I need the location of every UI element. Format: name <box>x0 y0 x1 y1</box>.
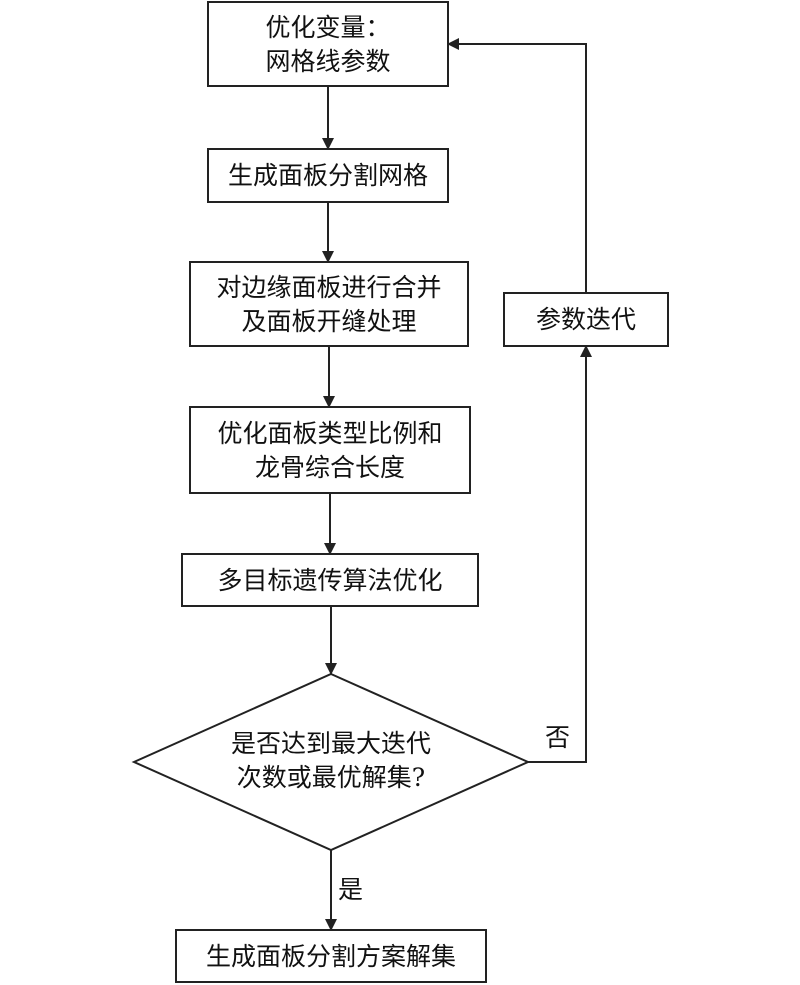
node-parameter-iteration-label: 参数迭代 <box>536 305 636 334</box>
node-optimize-variables-line1: 优化变量： <box>265 13 390 42</box>
node-merge-edge-panels-line2: 及面板开缝处理 <box>241 307 416 336</box>
node-generate-grid-label: 生成面板分割网格 <box>228 161 428 190</box>
edge-decision-to-iteration <box>528 345 592 763</box>
node-result-label: 生成面板分割方案解集 <box>206 942 456 971</box>
node-decision-line2: 次数或最优解集? <box>237 763 425 792</box>
node-merge-edge-panels-line1: 对边缘面板进行合并 <box>216 273 441 302</box>
edge-label-no: 否 <box>545 723 570 752</box>
node-generate-grid: 生成面板分割网格 <box>207 148 449 203</box>
node-optimize-ratio-line2: 龙骨综合长度 <box>255 453 405 482</box>
edge-label-yes: 是 <box>338 875 363 904</box>
node-optimize-ratio: 优化面板类型比例和 龙骨综合长度 <box>189 406 471 494</box>
node-genetic-algorithm-label: 多目标遗传算法优化 <box>217 566 442 595</box>
node-parameter-iteration: 参数迭代 <box>503 292 669 347</box>
node-optimize-variables-line2: 网格线参数 <box>265 47 390 76</box>
node-optimize-variables: 优化变量： 网格线参数 <box>207 1 449 87</box>
edge-iteration-to-vars <box>447 38 587 293</box>
node-optimize-ratio-line1: 优化面板类型比例和 <box>217 419 442 448</box>
node-result: 生成面板分割方案解集 <box>175 929 487 983</box>
node-genetic-algorithm: 多目标遗传算法优化 <box>181 553 479 607</box>
node-merge-edge-panels: 对边缘面板进行合并 及面板开缝处理 <box>189 261 469 347</box>
node-decision-line1: 是否达到最大迭代 <box>231 729 431 758</box>
node-decision: 是否达到最大迭代 次数或最优解集? <box>131 672 531 852</box>
